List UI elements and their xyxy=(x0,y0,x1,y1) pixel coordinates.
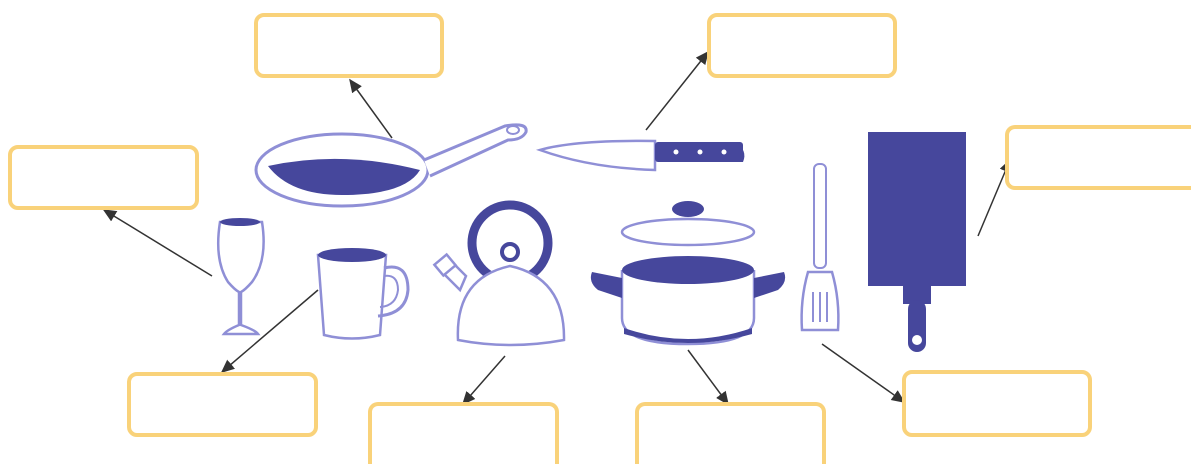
arrow-knife xyxy=(646,52,708,130)
answer-box-knife[interactable] xyxy=(707,13,897,78)
arrow-pot xyxy=(688,350,728,404)
pot-icon xyxy=(591,201,785,344)
arrow-spatula xyxy=(822,344,904,402)
answer-box-frying-pan[interactable] xyxy=(254,13,444,78)
answer-box-mug[interactable] xyxy=(127,372,318,437)
answer-box-wine-glass[interactable] xyxy=(8,145,199,210)
spatula-icon xyxy=(802,164,839,330)
answer-box-pot[interactable] xyxy=(635,402,826,464)
answer-box-kettle[interactable] xyxy=(368,402,559,464)
knife-icon xyxy=(540,141,744,170)
arrow-kettle xyxy=(463,356,505,404)
wine-glass-icon xyxy=(218,218,263,334)
cutting-board-icon xyxy=(868,132,966,352)
answer-box-spatula[interactable] xyxy=(902,370,1092,437)
arrow-frying-pan xyxy=(350,80,392,138)
mug-icon xyxy=(318,248,408,339)
answer-box-cutting-board[interactable] xyxy=(1005,125,1191,190)
kettle-icon xyxy=(434,205,564,345)
arrow-wine-glass xyxy=(104,210,212,276)
